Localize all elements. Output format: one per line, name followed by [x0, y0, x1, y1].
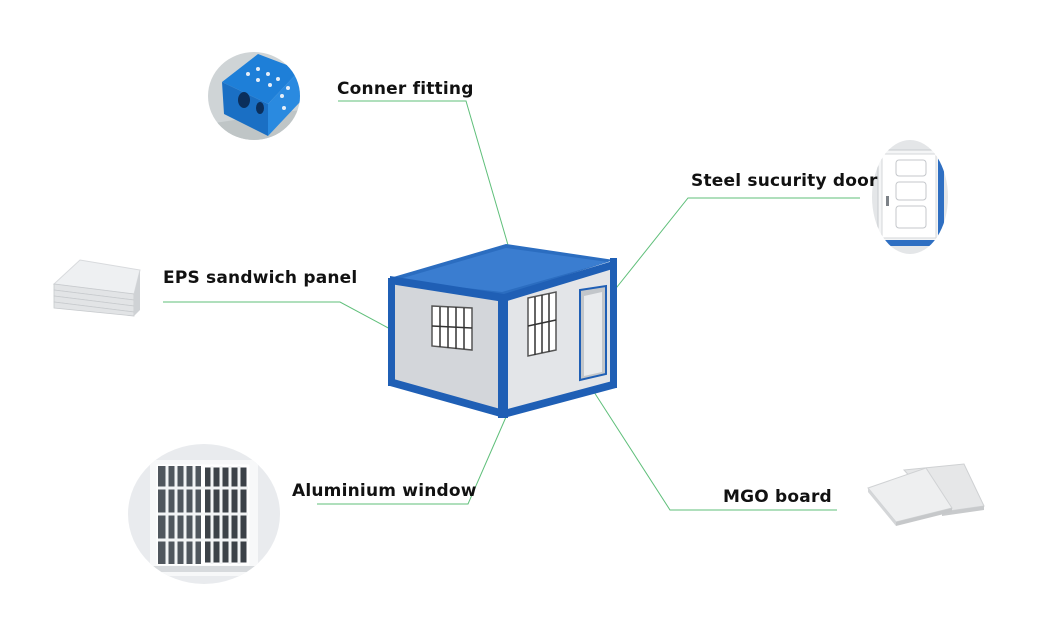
- mgo-board-label: MGO board: [723, 487, 832, 507]
- container-house-image: [386, 240, 618, 422]
- eps-panel-image: [50, 254, 142, 320]
- eps-panel-label: EPS sandwich panel: [163, 268, 358, 288]
- leader-line-aluminium-window: [317, 416, 507, 505]
- leader-line-corner-fitting: [338, 100, 509, 246]
- steel-door-image: [872, 140, 948, 254]
- steel-door-label: Steel sucurity door: [691, 171, 878, 191]
- corner-fitting-label: Conner fitting: [337, 79, 474, 99]
- leader-line-steel-door: [612, 197, 860, 293]
- aluminium-window-label: Aluminium window: [292, 481, 477, 501]
- aluminium-window-image: [128, 444, 280, 584]
- leader-line-mgo-board: [593, 391, 837, 511]
- corner-fitting-image: [208, 52, 300, 140]
- leader-line-eps-panel: [163, 301, 393, 331]
- mgo-board-image: [864, 460, 988, 530]
